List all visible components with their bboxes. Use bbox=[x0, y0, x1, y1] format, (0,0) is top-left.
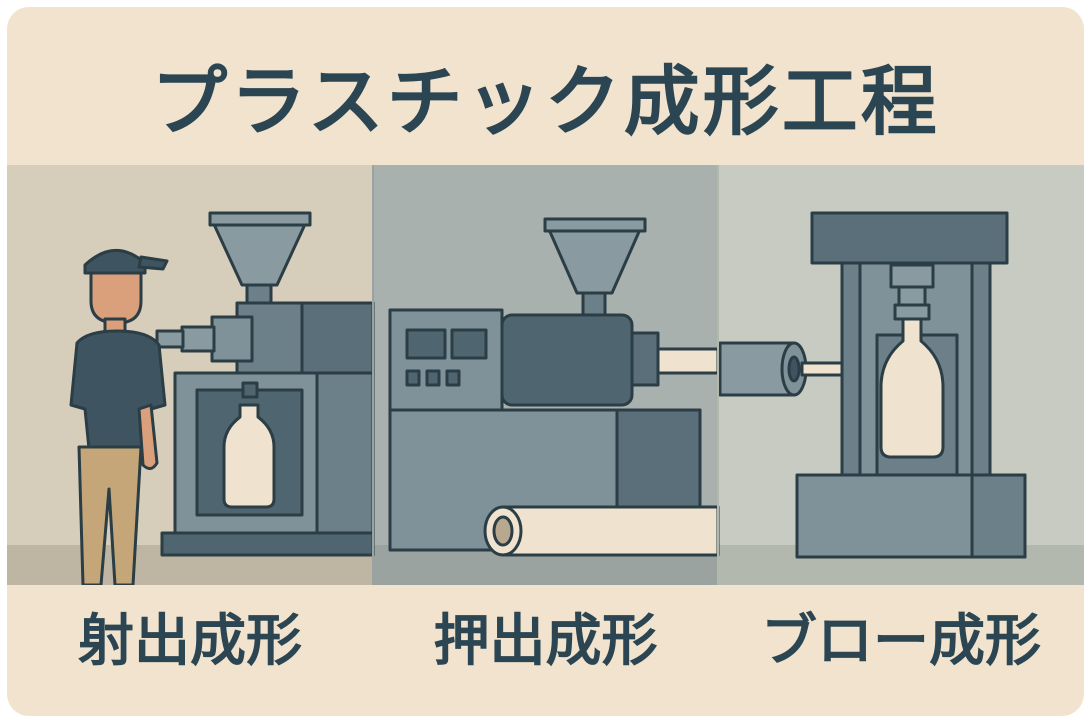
blow-molding-machine bbox=[718, 211, 1027, 559]
process-illustrations bbox=[7, 165, 1084, 585]
process-captions: 射出成形 押出成形 ブロー成形 bbox=[7, 597, 1084, 687]
caption-blow-molding: ブロー成形 bbox=[761, 609, 1041, 674]
caption-extrusion-molding: 押出成形 bbox=[433, 609, 658, 674]
extrusion-machine bbox=[388, 217, 720, 557]
infographic-card: プラスチック成形工程 bbox=[7, 7, 1084, 716]
caption-injection-molding: 射出成形 bbox=[78, 609, 302, 674]
page-title: プラスチック成形工程 bbox=[151, 57, 940, 146]
worker-figure bbox=[69, 249, 169, 585]
